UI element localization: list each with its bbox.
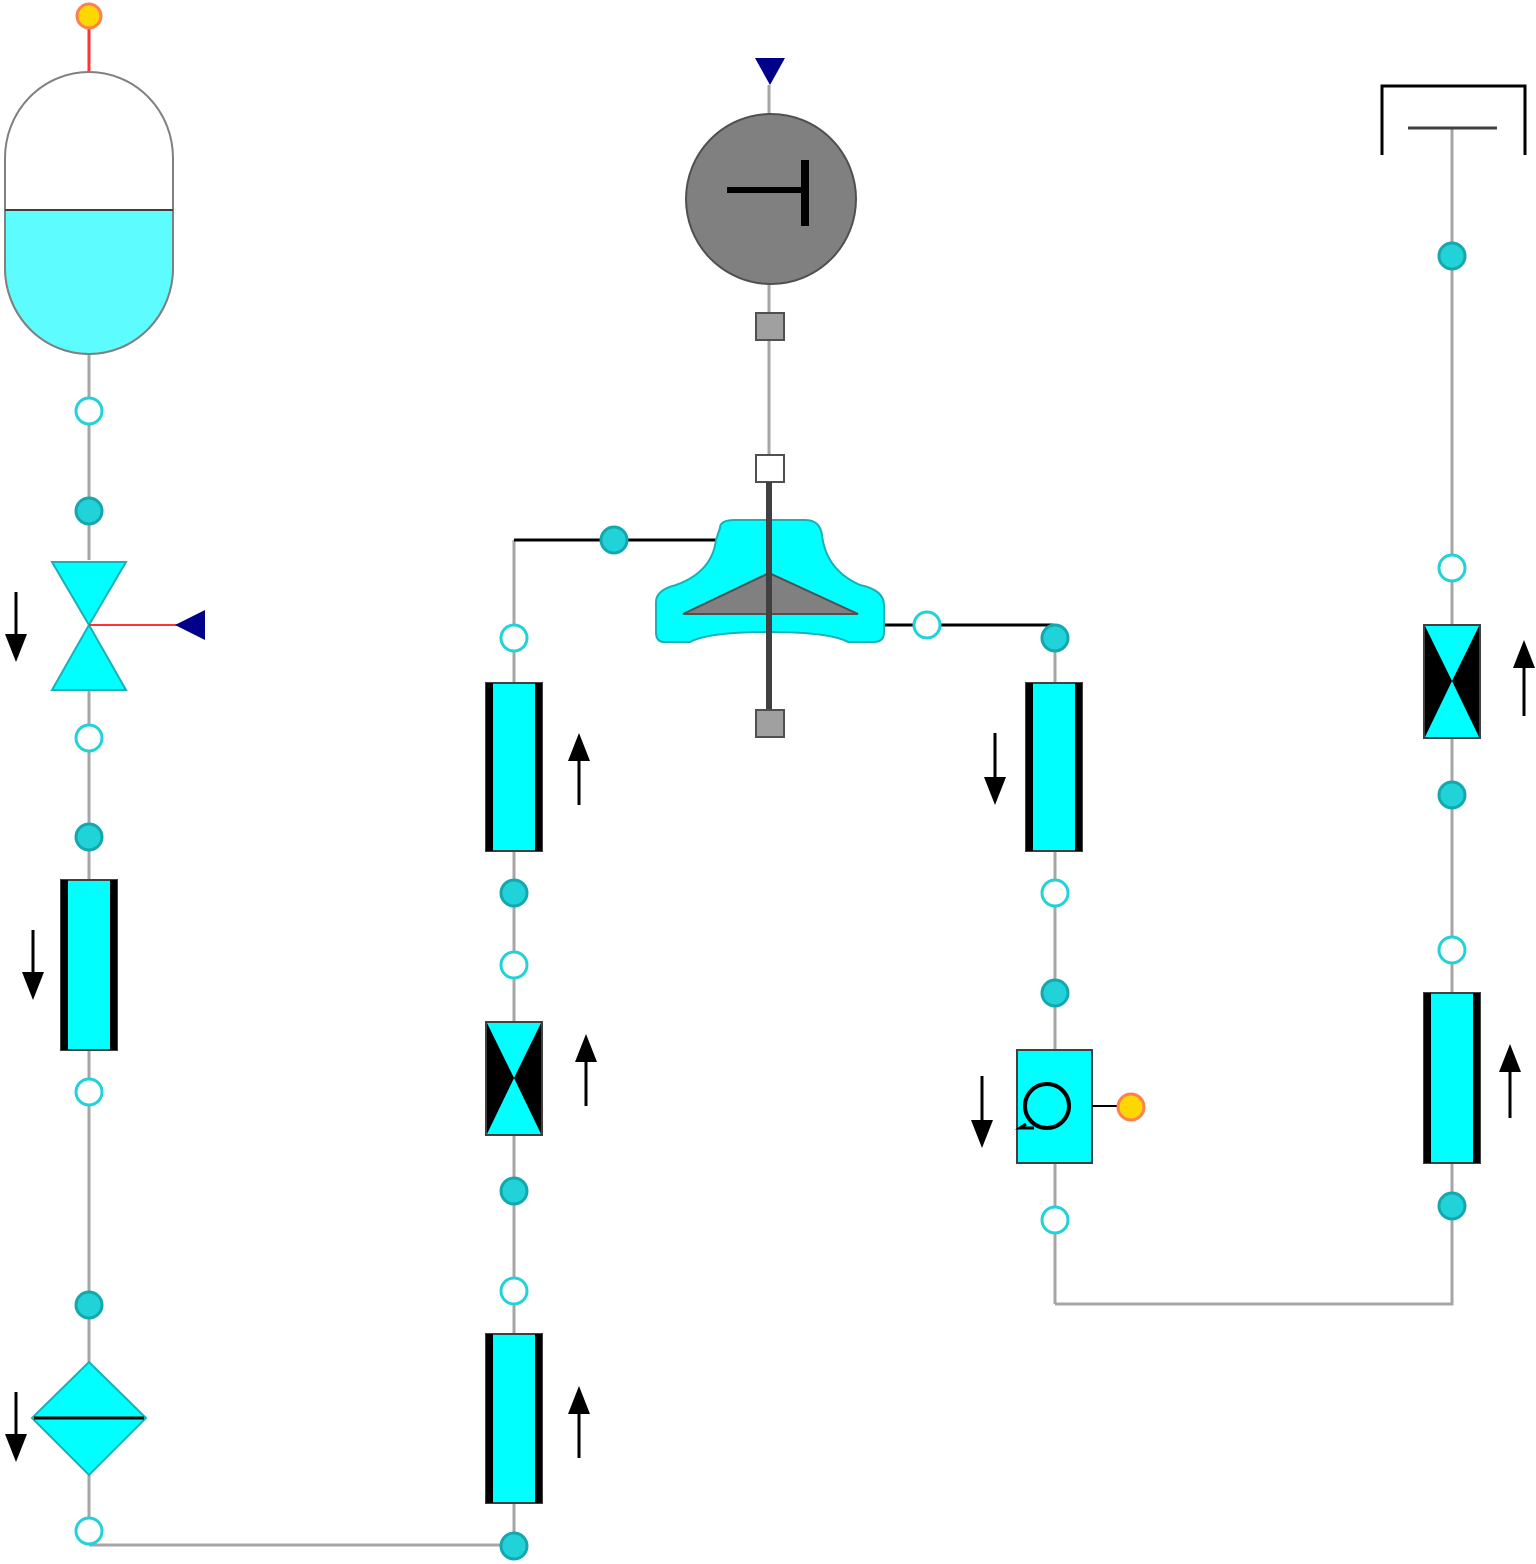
fluid-port-hollow[interactable] xyxy=(1437,553,1467,583)
flow-arrow-up-icon xyxy=(568,1386,590,1458)
fluid-ports xyxy=(74,241,1467,1561)
fluid-port-filled[interactable] xyxy=(74,1290,104,1320)
fluid-port-hollow[interactable] xyxy=(1040,878,1070,908)
fluid-port-filled[interactable] xyxy=(499,1531,529,1561)
fluid-port-filled[interactable] xyxy=(499,878,529,908)
fluid-port-hollow[interactable] xyxy=(74,1077,104,1107)
accumulator-tank-icon[interactable] xyxy=(4,20,174,355)
flow-arrow-up-icon xyxy=(1499,1044,1521,1118)
pump-shaft-bottom-port[interactable] xyxy=(755,709,785,738)
flow-arrows xyxy=(5,592,1535,1462)
flow-arrow-down-icon xyxy=(984,733,1006,805)
filter-icon[interactable] xyxy=(30,1360,148,1477)
fluid-port-filled[interactable] xyxy=(1437,241,1467,271)
fluid-port-hollow[interactable] xyxy=(1437,935,1467,965)
pipe-segment-icon[interactable] xyxy=(485,1333,543,1504)
orifice-icon[interactable] xyxy=(485,1021,543,1136)
motor-icon[interactable] xyxy=(685,58,857,285)
orifice-icon[interactable] xyxy=(1423,624,1481,739)
flow-arrow-up-icon xyxy=(568,733,590,805)
fluid-port-filled[interactable] xyxy=(1437,780,1467,810)
fluid-port-hollow[interactable] xyxy=(499,950,529,980)
control-valve-icon[interactable] xyxy=(50,561,205,691)
fluid-port-hollow[interactable] xyxy=(1040,1205,1070,1235)
pipe-segment-icon[interactable] xyxy=(1025,682,1083,852)
flow-arrow-down-icon xyxy=(5,592,27,662)
flow-arrow-down-icon xyxy=(971,1076,993,1148)
fluid-port-hollow[interactable] xyxy=(74,723,104,753)
fluid-port-filled[interactable] xyxy=(74,496,104,526)
pump-icon[interactable] xyxy=(655,482,885,710)
fluid-port-filled[interactable] xyxy=(74,822,104,852)
fluid-port-hollow[interactable] xyxy=(499,1276,529,1306)
fluid-port-hollow[interactable] xyxy=(74,396,104,426)
flow-arrow-up-icon xyxy=(575,1034,597,1106)
fluid-port-filled[interactable] xyxy=(1437,1191,1467,1221)
flow-arrow-down-icon xyxy=(5,1392,27,1462)
fluid-port-hollow[interactable] xyxy=(912,610,942,640)
flow-sensor-signal-port[interactable] xyxy=(1116,1092,1146,1122)
fluid-port-hollow[interactable] xyxy=(74,1516,104,1546)
flow-sensor-icon[interactable] xyxy=(1015,1049,1118,1164)
fluid-port-hollow[interactable] xyxy=(499,623,529,653)
fluid-port-filled[interactable] xyxy=(599,525,629,555)
pipe-segment-icon[interactable] xyxy=(1423,992,1481,1164)
fluid-port-filled[interactable] xyxy=(1040,623,1070,653)
flow-arrow-up-icon xyxy=(1513,640,1535,716)
pipe-segment-icon[interactable] xyxy=(485,682,543,852)
flow-arrow-down-icon xyxy=(22,930,44,1000)
tank-signal-port[interactable] xyxy=(75,2,103,30)
fluid-port-filled[interactable] xyxy=(499,1176,529,1206)
pump-shaft-port[interactable] xyxy=(755,454,785,483)
pipe-segment-icon[interactable] xyxy=(60,879,118,1051)
fluid-port-filled[interactable] xyxy=(1040,978,1070,1008)
motor-coupling-port[interactable] xyxy=(755,312,785,341)
open-reservoir-icon[interactable] xyxy=(1380,84,1527,155)
